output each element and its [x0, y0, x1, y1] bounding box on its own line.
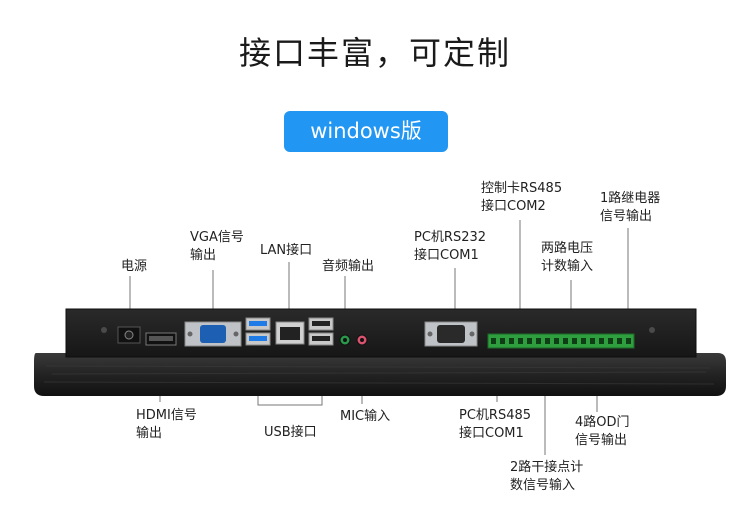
vga-port-icon [184, 321, 242, 347]
label-pc-rs485: PC机RS485 接口COM1 [459, 408, 532, 441]
label-power: 电源 [121, 259, 148, 274]
power-jack-icon [117, 326, 141, 344]
page-title: 接口丰富，可定制 [238, 34, 511, 72]
label-mic: MIC输入 [340, 409, 391, 424]
hdmi-port-icon [145, 332, 177, 346]
label-relay: 1路继电器 信号输出 [600, 191, 661, 224]
mic-in-jack-icon [356, 334, 368, 346]
usb2-ports-icon [308, 317, 334, 346]
label-pc-rs232: PC机RS232 接口COM1 [414, 230, 487, 263]
label-audio-out: 音频输出 [322, 259, 375, 274]
terminal-block-icon [487, 333, 635, 349]
audio-out-jack-icon [339, 334, 351, 346]
label-usb: USB接口 [264, 425, 317, 440]
label-lan: LAN接口 [260, 243, 313, 258]
lan-port-icon [275, 321, 305, 345]
windows-version-badge: windows版 [284, 111, 448, 152]
label-dry-contact: 2路干接点计 数信号输入 [510, 460, 584, 493]
db9-port-icon [424, 321, 478, 347]
label-vga: VGA信号 输出 [190, 230, 244, 263]
label-ctrl-rs485: 控制卡RS485 接口COM2 [481, 181, 563, 214]
label-dual-voltage: 两路电压 计数输入 [541, 241, 594, 274]
label-hdmi: HDMI信号 输出 [136, 408, 197, 441]
usb3-ports-icon [245, 317, 271, 346]
label-od-gate: 4路OD门 信号输出 [575, 415, 630, 448]
